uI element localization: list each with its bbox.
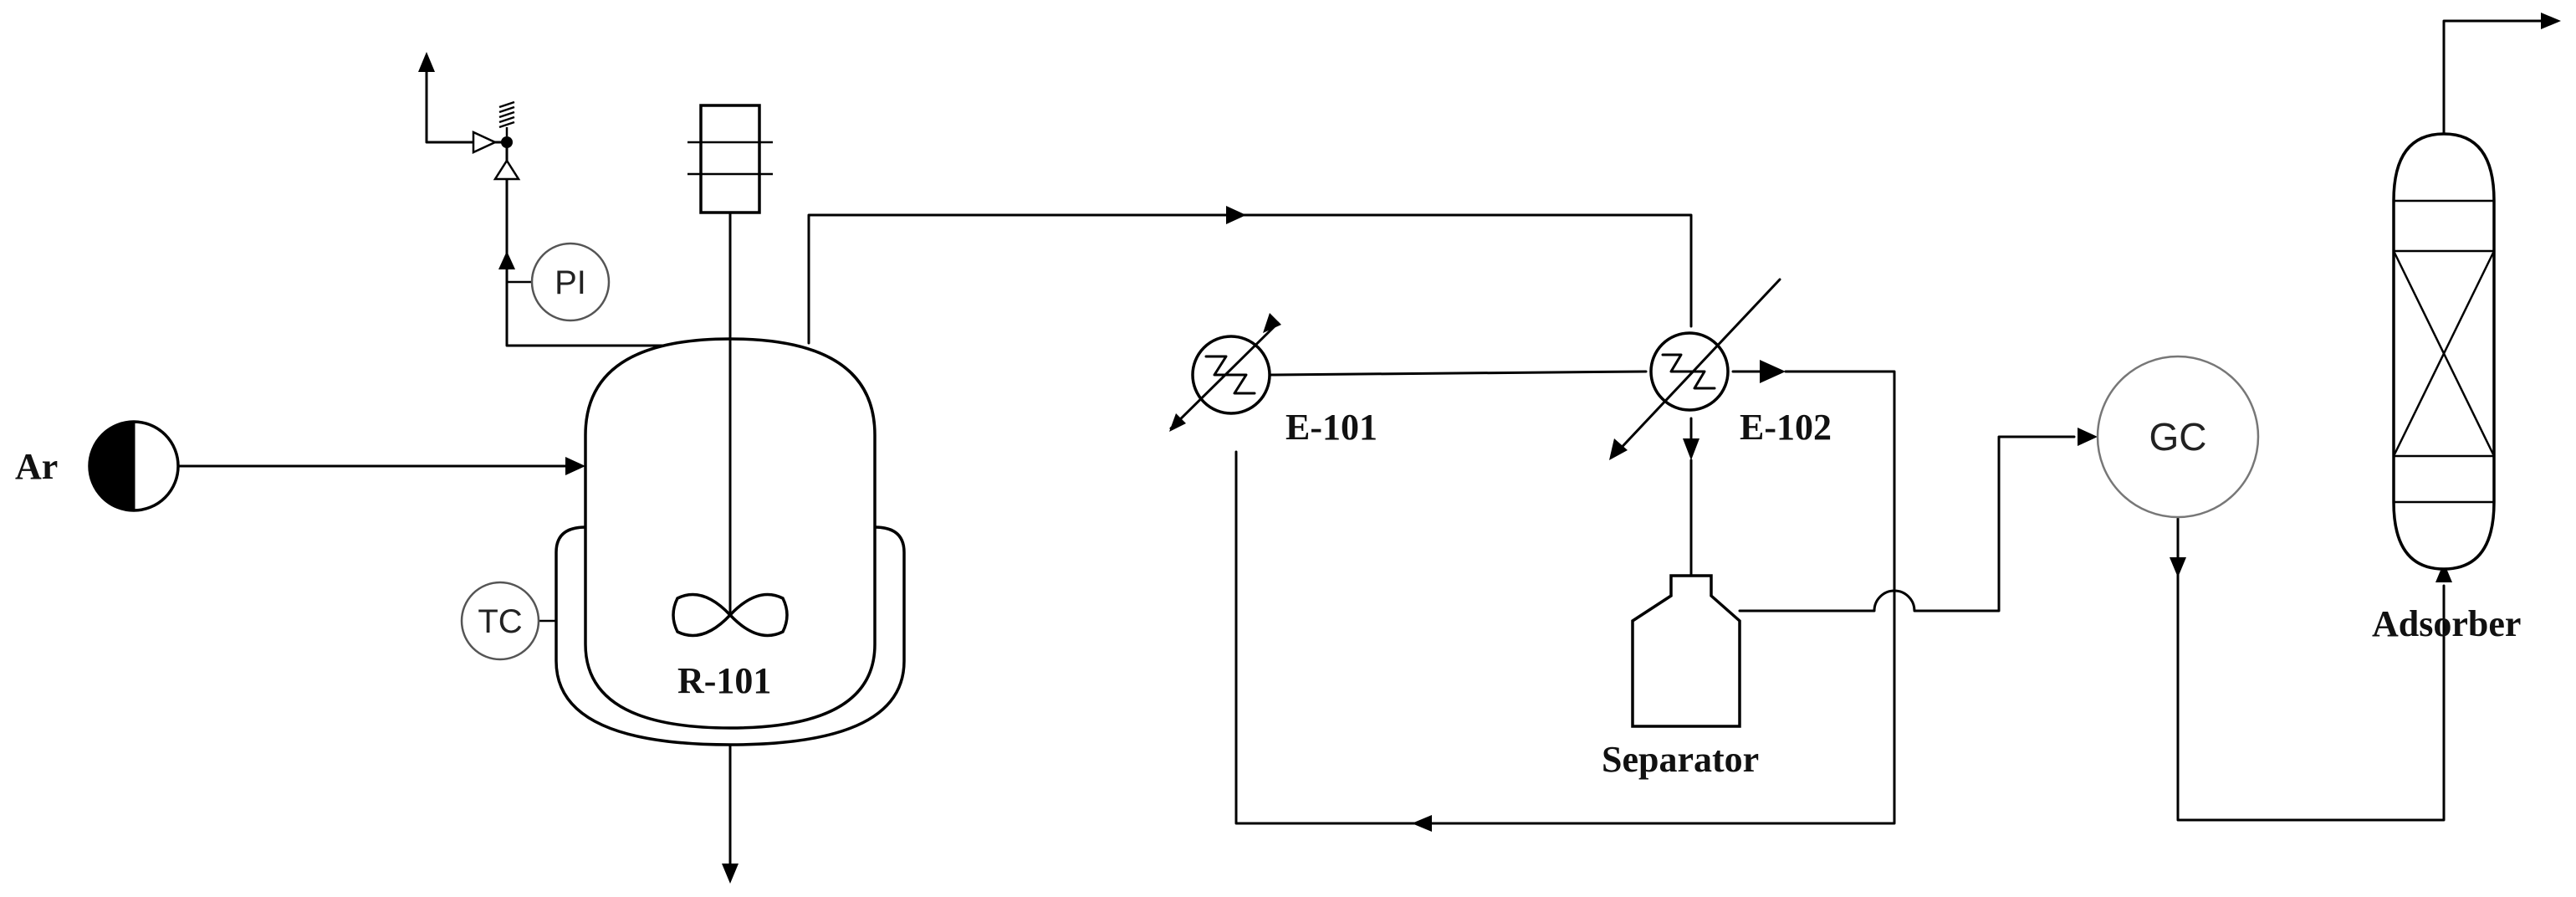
e101-label: E-101 — [1285, 407, 1377, 448]
relief-valve-icon — [472, 100, 521, 181]
relief-line — [418, 52, 664, 347]
reactor-bottom-outlet — [722, 735, 739, 884]
argon-feed-line — [176, 457, 585, 475]
gc-tag: GC — [2149, 415, 2207, 459]
temperature-controller — [460, 581, 556, 661]
gc-adsorber-line — [2170, 517, 2452, 822]
adsorber-label: Adsorber — [2372, 603, 2521, 644]
separator-gc-line — [1738, 428, 2098, 613]
argon-label: Ar — [15, 446, 58, 487]
exchanger-e101-icon — [1169, 313, 1281, 432]
pressure-indicator — [507, 242, 611, 322]
e102-separator-line — [1683, 417, 1699, 577]
separator-vessel — [1631, 574, 1741, 728]
vapor-outlet-line — [807, 206, 1693, 345]
gas-chromatograph — [2096, 355, 2260, 519]
e102-outlet-line — [1731, 360, 1786, 383]
separator-label: Separator — [1602, 739, 1759, 780]
e101-e102-line — [1268, 370, 1648, 377]
e102-label: E-102 — [1740, 407, 1832, 448]
exchanger-e102-icon — [1609, 278, 1781, 460]
adsorber-column — [2392, 132, 2496, 571]
pi-tag: PI — [555, 264, 586, 301]
agitator — [672, 104, 789, 638]
argon-source — [88, 420, 180, 512]
reactor-label: R-101 — [677, 660, 771, 701]
adsorber-top-outlet — [2442, 13, 2561, 136]
tc-tag: TC — [478, 603, 522, 640]
recycle-loop — [1234, 370, 1896, 832]
